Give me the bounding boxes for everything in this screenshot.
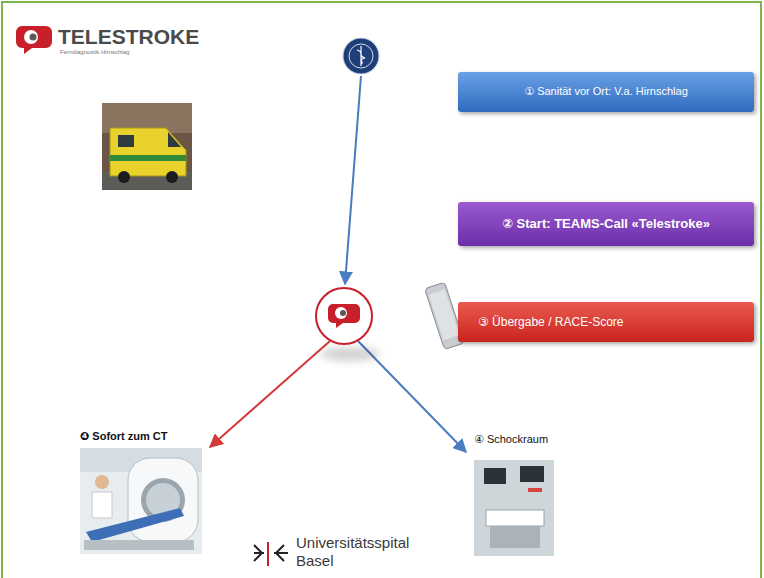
telestroke-hub (316, 288, 372, 344)
photo-background (102, 103, 192, 190)
staff-head (95, 475, 109, 489)
ambulance-window (118, 135, 134, 147)
destination-heading: ❹ Sofort zum CT (80, 427, 190, 447)
ct-table (84, 540, 194, 550)
university-logo-mark (254, 542, 288, 566)
bed-base (490, 526, 540, 548)
equipment (528, 488, 542, 492)
node-text: ② Start: TEAMS-Call «Telestroke» (502, 216, 710, 232)
hub-logo (328, 304, 360, 328)
logo-eye (24, 30, 38, 44)
phone-screen (429, 289, 460, 340)
hub-logo-pupil (340, 310, 346, 316)
node-text: ① Sanität vor Ort: V.a. Hirnschlag (524, 85, 688, 99)
emblem-ring (349, 44, 373, 68)
destination-heading: ④ Schockraum (474, 430, 574, 450)
node-text: ③ Übergabe / RACE-Score (478, 315, 623, 330)
flow-arrow (345, 76, 361, 284)
logo-divider (267, 542, 269, 566)
ambulance-window (168, 132, 181, 147)
ct-photo (80, 448, 202, 554)
bed (486, 510, 544, 526)
logo-bubble (16, 26, 52, 54)
node-text: ④ Schockraum (474, 433, 548, 447)
ct-gantry (128, 458, 198, 542)
ambulance-body (110, 128, 186, 176)
photo-background (474, 460, 554, 556)
staff-body (92, 492, 112, 518)
shock-room-photo (474, 460, 554, 556)
ambulance-wheel (166, 171, 178, 183)
hub-logo-eye (335, 307, 347, 319)
logo-pupil (30, 34, 37, 41)
logo-bar (254, 552, 264, 554)
logo-bar (274, 552, 288, 554)
telestroke-icon (16, 26, 52, 54)
ambulance-photo (102, 103, 192, 190)
node-text: ❹ Sofort zum CT (80, 430, 168, 444)
monitor (484, 468, 506, 484)
photo-background (80, 448, 202, 554)
ambulance-wheel (118, 171, 130, 183)
logo-title: TELESTROKE (58, 25, 199, 49)
step-box: ③ Übergabe / RACE-Score (458, 302, 754, 342)
rescue-emblem (343, 38, 379, 74)
hub-circle (316, 288, 372, 344)
ambulance-stripe (110, 155, 186, 161)
step-box: ① Sanität vor Ort: V.a. Hirnschlag (458, 72, 754, 112)
step-box: ② Start: TEAMS-Call «Telestroke» (458, 202, 754, 246)
logo-subtitle: Ferndiagnostik Hirnschlag (60, 49, 129, 56)
institution-name: Universitätsspital Basel (296, 534, 424, 570)
emblem-disc (343, 38, 379, 74)
emblem-staff (357, 46, 365, 66)
monitor (520, 466, 544, 482)
circle-shadow (320, 347, 380, 361)
flow-arrow (210, 341, 330, 447)
